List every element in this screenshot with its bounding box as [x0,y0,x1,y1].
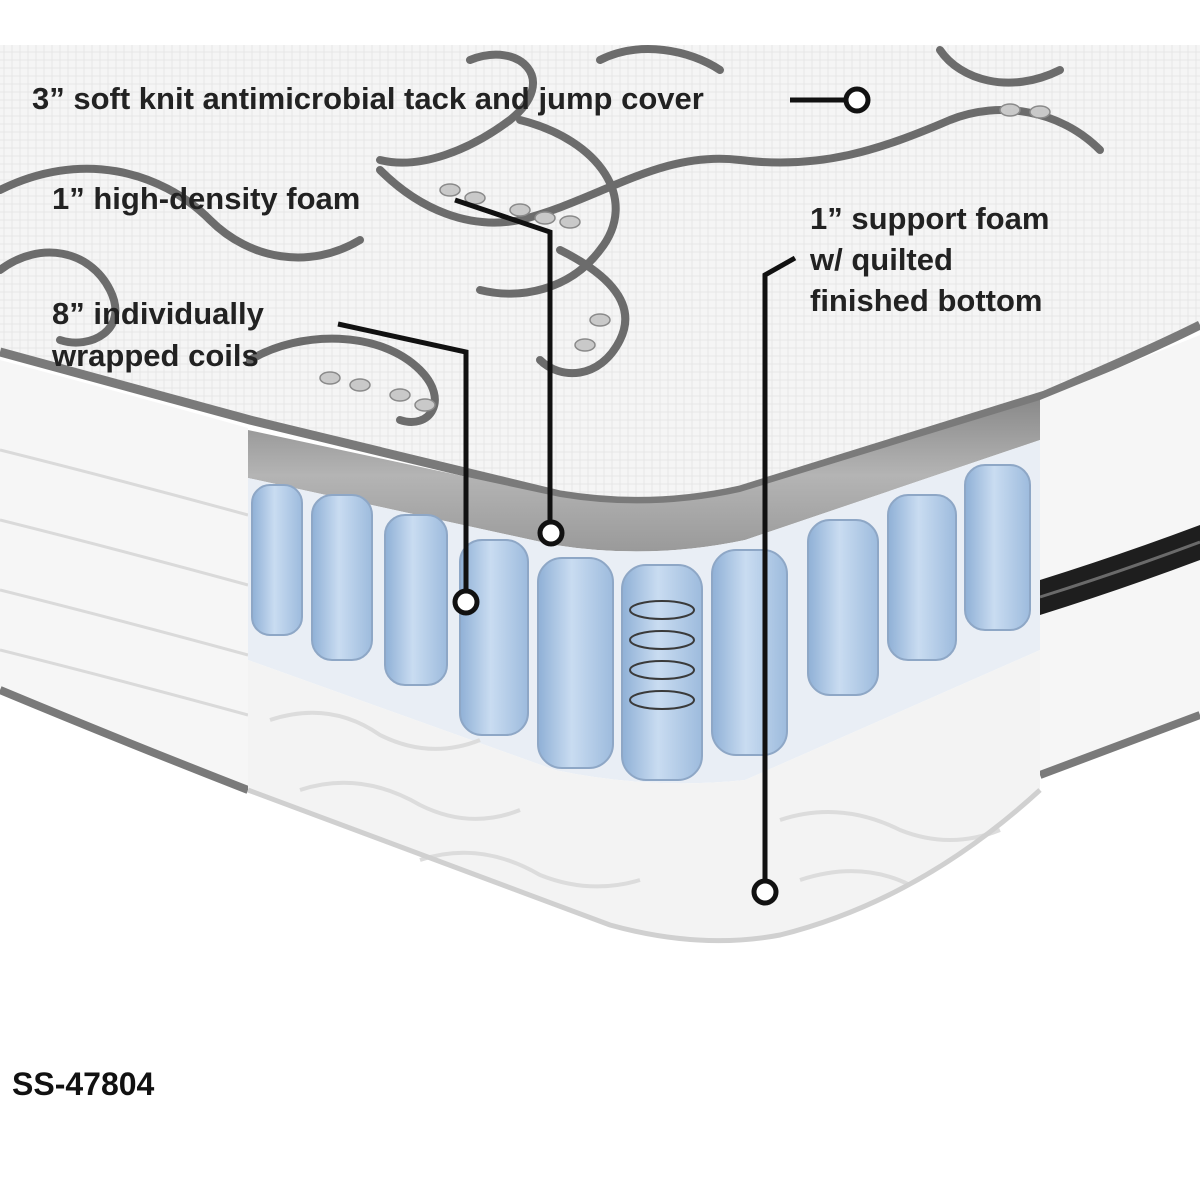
quilt-dots [319,103,1051,412]
left-side-quilting [0,448,249,717]
wrapped-coils [251,464,1031,781]
dot-cover [843,86,871,114]
dot-coils [452,588,480,616]
callout-high-density-foam-label: 1” high-density foam [52,181,361,216]
top-edge-binding [0,320,1200,506]
callout-coils-line1: 8” individually [52,296,264,331]
quilt-pattern [0,45,1104,426]
leader-lines [337,97,855,892]
bottom-edge-binding [247,787,1042,944]
callout-support-foam-line2: w/ quilted [810,242,953,277]
callout-cover-label: 3” soft knit antimicrobial tack and jump… [32,81,704,116]
callout-support-foam-line1: 1” support foam [810,201,1050,236]
dot-high-density-foam [537,519,565,547]
callout-support-foam-line3: finished bottom [810,283,1043,318]
spring-coil [629,600,695,710]
bottom-quilt-waves [269,710,1001,889]
dot-support-foam [751,878,779,906]
callout-coils-line2: wrapped coils [52,338,259,373]
callout-dots [452,86,871,906]
left-side-panel [0,360,248,790]
leader-high-density-foam [454,197,553,533]
leader-coils [337,321,469,602]
right-handle [1039,525,1200,615]
callout-support-foam-label: 1” support foam w/ quilted finished bott… [810,198,1049,321]
right-bottom-binding [1038,711,1200,779]
callout-coils-label: 8” individually wrapped coils [52,293,264,377]
left-bottom-binding [0,686,250,794]
high-density-foam-layer [248,400,1040,552]
leader-support-foam [762,255,797,892]
support-foam-bottom [248,650,1040,941]
model-number: SS-47804 [12,1066,155,1102]
